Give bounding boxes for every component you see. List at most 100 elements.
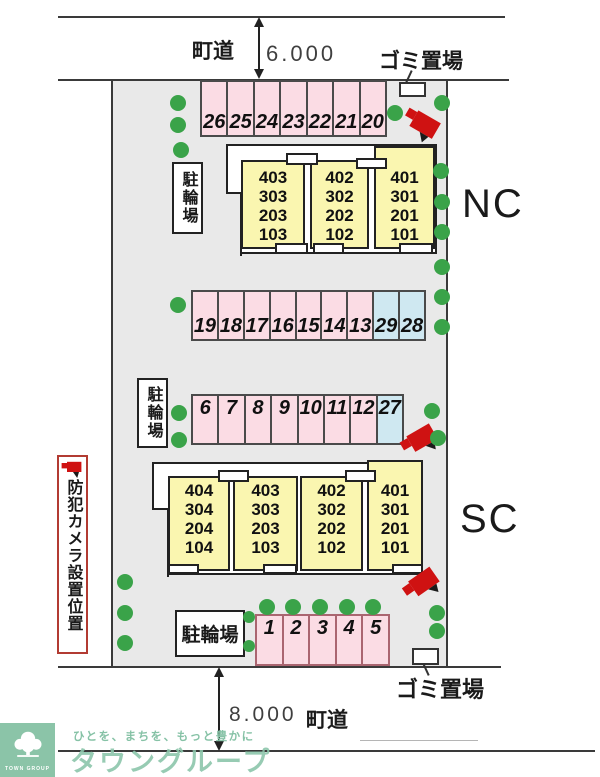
tree-icon xyxy=(434,259,450,275)
unit-number: 203 xyxy=(251,519,280,538)
parking-space-13: 13 xyxy=(348,292,375,339)
sc-unit-column-2: 403 303 203 103 xyxy=(233,476,298,571)
nc-entrance-tab xyxy=(399,243,433,254)
road-bottom-faint-edge xyxy=(360,740,478,741)
parking-space-14: 14 xyxy=(322,292,349,339)
tree-icon xyxy=(429,605,445,621)
unit-number: 101 xyxy=(390,225,419,244)
nc-entrance-tab xyxy=(286,153,318,165)
unit-number: 303 xyxy=(258,187,288,206)
unit-number: 403 xyxy=(251,481,280,500)
unit-number: 304 xyxy=(184,500,214,519)
parking-space-11: 11 xyxy=(324,396,352,443)
unit-number: 101 xyxy=(380,538,410,557)
logo-badge-text: TOWN GROUP xyxy=(5,765,50,772)
unit-number: 202 xyxy=(325,206,354,225)
unit-number: 203 xyxy=(258,206,288,225)
parking-space-23: 23 xyxy=(281,82,308,135)
nc-unit-column-2: 402 302 202 102 xyxy=(310,160,369,249)
tree-icon xyxy=(429,623,445,639)
tree-icon xyxy=(285,599,301,615)
tree-icon xyxy=(243,611,255,623)
unit-number: 103 xyxy=(258,225,288,244)
parking-space-28: 28 xyxy=(400,292,425,339)
tree-icon xyxy=(117,574,133,590)
logo-brand: タウングループ xyxy=(70,747,272,777)
parking-space-17: 17 xyxy=(244,292,271,339)
road-bottom-lower-edge xyxy=(58,750,595,752)
parking-space-15: 15 xyxy=(296,292,323,339)
sc-unit-column-4: 401 301 201 101 xyxy=(367,460,423,571)
parking-space-8: 8 xyxy=(245,396,273,443)
sc-entrance-tab xyxy=(218,470,249,482)
parking-space-1: 1 xyxy=(257,616,284,664)
parking-space-3: 3 xyxy=(310,616,337,664)
unit-number: 401 xyxy=(380,481,410,500)
nc-unit-column-3: 401 301 201 101 xyxy=(374,146,435,249)
unit-number: 402 xyxy=(325,168,354,187)
road-bottom-label: 町道 xyxy=(306,709,348,732)
building-sc-step xyxy=(152,508,169,577)
tree-icon xyxy=(434,95,450,111)
parking-space-9: 9 xyxy=(272,396,299,443)
nc-entrance-tab xyxy=(313,243,344,254)
tree-icon xyxy=(339,599,355,615)
road-top-width: 6.000 xyxy=(266,41,337,66)
site-boundary-left xyxy=(111,80,113,667)
tree-icon xyxy=(434,289,450,305)
parking-space-26: 26 xyxy=(202,82,229,135)
nc-entrance-tab xyxy=(275,243,308,254)
parking-space-25: 25 xyxy=(228,82,255,135)
tree-icon xyxy=(434,319,450,335)
parking-space-19: 19 xyxy=(193,292,219,339)
parking-space-21: 21 xyxy=(334,82,361,135)
parking-space-20: 20 xyxy=(360,82,385,135)
town-group-logo: TOWN GROUP xyxy=(0,723,55,777)
parking-space-12: 12 xyxy=(351,396,378,443)
tree-icon xyxy=(173,142,189,158)
tree-icon xyxy=(170,117,186,133)
unit-number: 302 xyxy=(325,187,354,206)
nc-entrance-tab xyxy=(356,158,387,169)
nc-unit-column-1: 403 303 203 103 xyxy=(241,160,305,249)
road-bottom-upper-edge xyxy=(58,666,501,668)
garbage-area-bottom-box xyxy=(412,648,439,665)
tree-icon xyxy=(170,297,186,313)
parking-space-4: 4 xyxy=(336,616,364,664)
tree-icon xyxy=(387,105,403,121)
unit-number: 403 xyxy=(258,168,288,187)
security-camera-note: 防犯カメラ設置位置 xyxy=(57,455,88,654)
garbage-area-top-label: ゴミ置場 xyxy=(379,50,463,73)
bicycle-parking-label-3: 駐輪場 xyxy=(175,610,245,657)
parking-space-29: 29 xyxy=(374,292,401,339)
dimension-arrow-bottom xyxy=(214,667,224,751)
parking-space-7: 7 xyxy=(219,396,246,443)
tree-icon xyxy=(117,635,133,651)
parking-space-6: 6 xyxy=(193,396,220,443)
parking-row-top: 26 25 24 23 22 21 20 xyxy=(200,80,387,137)
unit-number: 201 xyxy=(390,206,419,225)
unit-number: 201 xyxy=(380,519,410,538)
tree-icon xyxy=(434,194,450,210)
tree-icon xyxy=(171,432,187,448)
tree-icon xyxy=(170,95,186,111)
logo-tagline: ひとを、まちを、もっと豊かに xyxy=(73,731,255,743)
tree-icon xyxy=(243,640,255,652)
security-camera-icon xyxy=(405,107,441,143)
building-sc-label: SC xyxy=(460,497,520,541)
garbage-area-top-box xyxy=(399,82,426,97)
road-top-label: 町道 xyxy=(192,40,234,63)
unit-number: 102 xyxy=(317,538,346,557)
parking-space-27: 27 xyxy=(377,396,402,443)
tree-icon xyxy=(312,599,328,615)
unit-number: 401 xyxy=(390,168,419,187)
tree-icon xyxy=(259,599,275,615)
tree-icon xyxy=(433,163,449,179)
parking-space-18: 18 xyxy=(218,292,245,339)
parking-space-22: 22 xyxy=(307,82,335,135)
site-boundary-right xyxy=(446,80,448,667)
tree-icon xyxy=(171,405,187,421)
security-camera-text: 防犯カメラ設置位置 xyxy=(64,479,82,632)
garbage-area-bottom-label: ゴミ置場 xyxy=(396,677,485,702)
